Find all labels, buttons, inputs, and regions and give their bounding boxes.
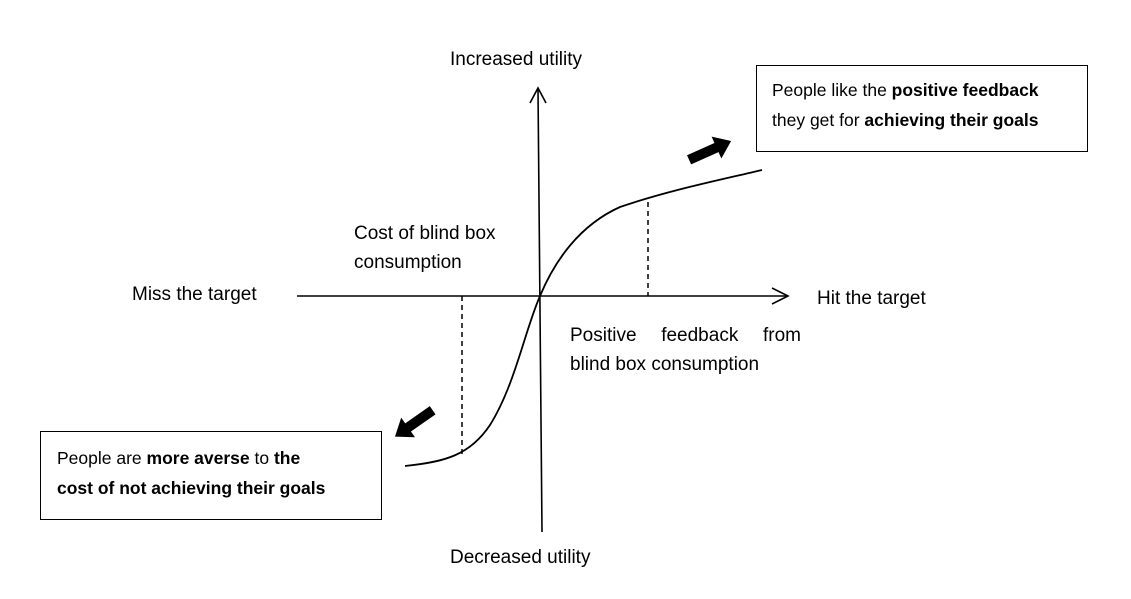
positive-feedback-callout: People like the positive feedback they g… xyxy=(756,65,1088,152)
positive-feedback-label: Positive feedback from blind box consump… xyxy=(570,325,801,376)
callout-text: People are xyxy=(57,448,147,468)
callout-text: they get for xyxy=(772,110,865,131)
callout-line: cost of not achieving their goals xyxy=(57,473,366,503)
cost-label: Cost of blind box consumption xyxy=(354,223,496,274)
utility-curve xyxy=(404,169,763,467)
callout-bold-text: positive feedback xyxy=(891,80,1039,100)
thick-arrow-up-right-icon xyxy=(687,136,732,165)
callout-bold-text: the xyxy=(273,448,301,468)
callout-text: People like the xyxy=(772,80,892,100)
thick-arrow-down-left-icon xyxy=(394,406,436,438)
y-axis-arrowhead xyxy=(529,86,547,104)
x-axis-right-label: Hit the target xyxy=(817,288,926,309)
y-axis xyxy=(537,88,543,533)
callout-bold-text: achieving their goals xyxy=(864,110,1039,131)
callout-text: to xyxy=(249,448,274,468)
x-axis-arrowhead xyxy=(771,287,790,305)
callout-bold-text: cost of not achieving their goals xyxy=(57,478,326,499)
callout-line: People like the positive feedback xyxy=(772,75,1073,105)
y-axis-bottom-label: Decreased utility xyxy=(450,547,591,568)
y-axis-top-label: Increased utility xyxy=(450,49,583,70)
aversion-callout: People are more averse to the cost of no… xyxy=(40,431,382,520)
callout-line: they get for achieving their goals xyxy=(772,105,1073,135)
callout-bold-text: more averse xyxy=(146,448,250,468)
x-axis-left-label: Miss the target xyxy=(132,284,257,305)
callout-line: People are more averse to the xyxy=(57,443,366,473)
